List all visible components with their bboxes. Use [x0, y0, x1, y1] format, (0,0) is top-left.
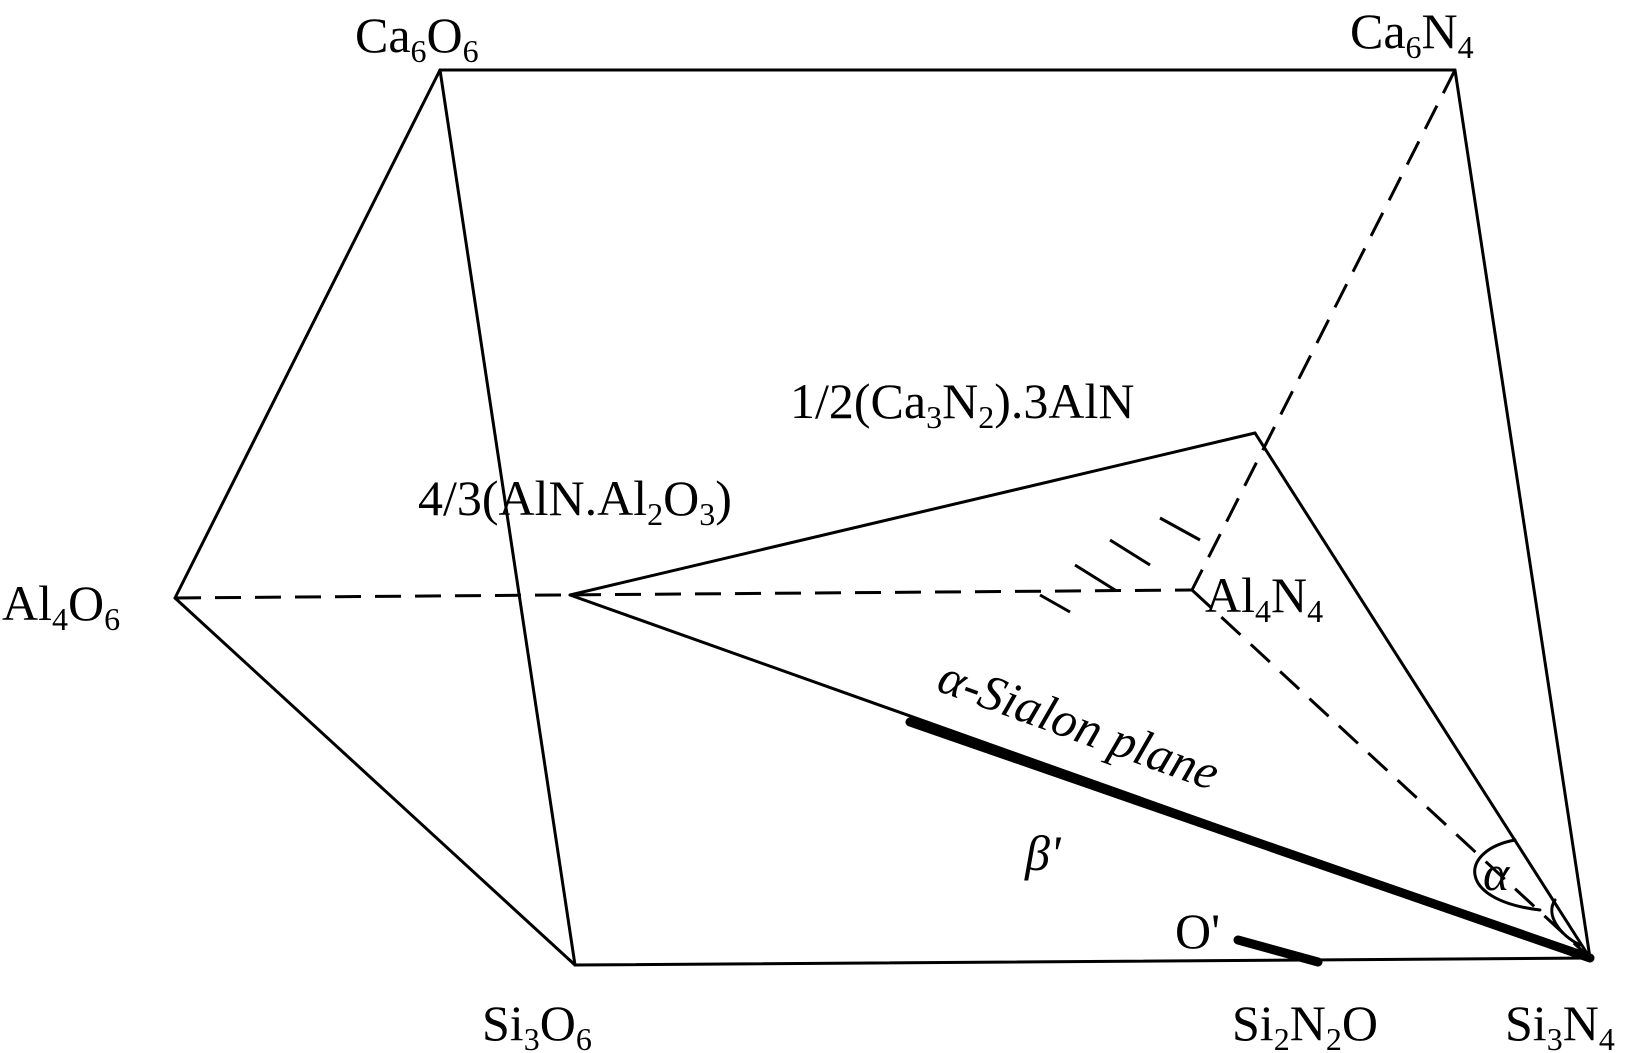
edge-al4o6-al4n4 [174, 588, 1193, 600]
label-alpha: α [1483, 845, 1511, 901]
label-beta-prime: β' [1024, 825, 1062, 881]
label-si2n2o: Si2N2O [1232, 995, 1378, 1053]
edge-si3o6-si3n4 [573, 956, 1592, 967]
edge-ca6o6-al4o6 [173, 68, 442, 600]
hatch-tick-2 [1074, 563, 1116, 592]
label-al4o6: Al4O6 [2, 575, 120, 637]
alpha-region-arc-inner [1550, 898, 1582, 947]
label-ca-nitride-aln: 1/2(Ca3N2).3AlN [790, 373, 1134, 435]
hatch-tick-4 [1159, 516, 1201, 542]
beta-prime-line [905, 717, 1595, 963]
label-ca6n4: Ca6N4 [1350, 3, 1474, 65]
edge-al4o6-si3o6 [173, 596, 577, 967]
label-si3n4: Si3N4 [1505, 995, 1615, 1053]
hatch-tick-1 [1039, 593, 1071, 614]
edge-ca6n4-al4n4 [1190, 69, 1457, 591]
alpha-region-arc-outer [1473, 838, 1542, 912]
edge-al4n4-si3n4 [1190, 588, 1592, 960]
label-aln-alumina: 4/3(AlN.Al2O3) [418, 470, 732, 532]
hatch-tick-3 [1109, 538, 1151, 567]
edge-alumina-nitride-ca-nitride [568, 431, 1257, 597]
edge-ca6o6-si3o6 [438, 68, 577, 967]
label-o-prime: O' [1175, 903, 1220, 959]
label-ca6o6: Ca6O6 [355, 7, 479, 69]
edge-ca6n4-si3n4 [1453, 68, 1592, 960]
o-prime-line [1233, 935, 1323, 967]
label-si3o6: Si3O6 [482, 995, 592, 1053]
edge-ca-nitride-si3n4 [1253, 431, 1592, 960]
label-al4n4: Al4N4 [1205, 567, 1323, 629]
